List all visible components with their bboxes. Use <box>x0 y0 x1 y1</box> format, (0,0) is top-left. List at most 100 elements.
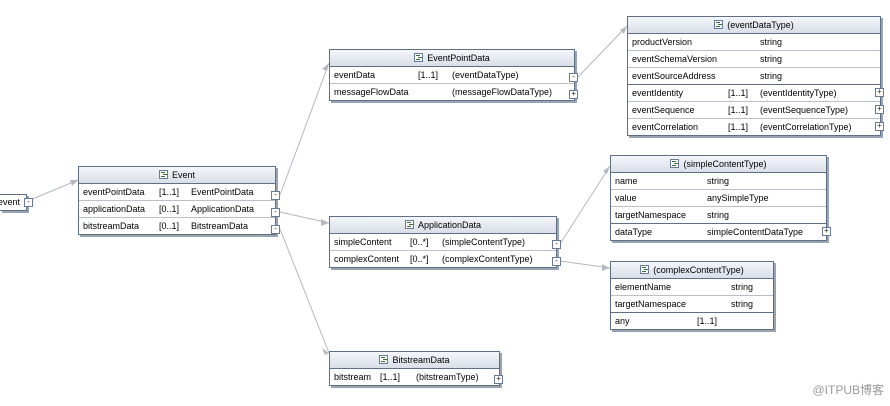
element-type: (simpleContentType) <box>442 237 526 247</box>
arrowhead-event <box>70 180 78 186</box>
collapse-toggle-bitstreamdata[interactable]: - <box>271 225 280 234</box>
arrowhead-eventpointdata <box>322 63 329 71</box>
bitstreamdata-type-box[interactable]: BitstreamData bitstream [1..1] (bitstrea… <box>329 351 500 386</box>
element-type: EventPointData <box>191 187 254 197</box>
connector-event-bitstreamdata <box>279 228 330 354</box>
attribute-type: string <box>760 54 783 64</box>
event-box-header: Event <box>79 167 275 184</box>
eventdatatype-row-eventidentity[interactable]: eventIdentity [1..1] (eventIdentityType) <box>628 85 880 102</box>
element-name: complexContent <box>334 254 400 264</box>
eventpointdata-row-messageflowdata[interactable]: messageFlowData (messageFlowDataType) <box>330 84 574 100</box>
event-type-box[interactable]: Event eventPointData [1..1] EventPointDa… <box>78 166 276 235</box>
element-type: ApplicationData <box>191 204 255 214</box>
element-cardinality: [0..*] <box>410 237 429 247</box>
event-box-title: Event <box>171 170 195 180</box>
eventpointdata-box-header: EventPointData <box>330 50 574 67</box>
root-element-event[interactable]: event <box>0 194 27 211</box>
collapse-toggle-eventdata[interactable]: - <box>569 73 578 82</box>
complexcontenttype-attr-elementname[interactable]: elementName string <box>611 279 773 296</box>
applicationdata-box-title: ApplicationData <box>417 220 482 230</box>
element-cardinality: [1..1] <box>728 105 749 115</box>
element-type: BitstreamData <box>191 221 249 231</box>
expand-toggle-bitstream[interactable]: + <box>494 375 503 384</box>
simplecontenttype-box-title: (simpleContentType) <box>683 159 767 169</box>
attribute-type: string <box>731 299 754 309</box>
element-cardinality: [1..1] <box>380 372 401 382</box>
element-cardinality: [1..1] <box>728 122 749 132</box>
collapse-toggle-applicationdata[interactable]: - <box>271 208 280 217</box>
applicationdata-row-simplecontent[interactable]: simpleContent [0..*] (simpleContentType) <box>330 234 556 251</box>
bitstreamdata-box-header: BitstreamData <box>330 352 499 369</box>
element-cardinality: [0..*] <box>410 254 429 264</box>
element-name: eventCorrelation <box>632 122 699 132</box>
simplecontenttype-row-datatype[interactable]: dataType simpleContentDataType <box>611 224 826 240</box>
applicationdata-row-complexcontent[interactable]: complexContent [0..*] (complexContentTyp… <box>330 251 556 267</box>
applicationdata-type-box[interactable]: ApplicationData simpleContent [0..*] (si… <box>329 216 557 268</box>
arrowhead-simplecontenttype <box>603 166 610 174</box>
eventdatatype-type-box[interactable]: (eventDataType) productVersion string ev… <box>627 16 881 136</box>
element-type: (bitstreamType) <box>416 372 479 382</box>
connector-eventdata-eventdatatype <box>577 25 628 78</box>
attribute-type: string <box>760 71 783 81</box>
simplecontenttype-attr-value[interactable]: value anySimpleType <box>611 190 826 207</box>
element-type: (eventDataType) <box>452 70 519 80</box>
arrowhead-complexcontenttype <box>602 264 610 271</box>
complex-type-icon <box>404 220 414 229</box>
expand-toggle-datatype[interactable]: + <box>822 227 831 236</box>
simplecontenttype-type-box[interactable]: (simpleContentType) name string value an… <box>610 155 827 241</box>
connector-event-applicationdata <box>279 211 330 224</box>
collapse-toggle-complexcontent[interactable]: - <box>552 257 561 266</box>
attribute-type: anySimpleType <box>707 193 769 203</box>
attribute-name: targetNamespace <box>615 210 687 220</box>
eventdatatype-attr-eventschemaversion[interactable]: eventSchemaVersion string <box>628 51 880 68</box>
element-type: (complexContentType) <box>442 254 533 264</box>
attribute-type: string <box>707 176 730 186</box>
element-name: bitstreamData <box>83 221 140 231</box>
eventdatatype-attr-productversion[interactable]: productVersion string <box>628 34 880 51</box>
eventpointdata-row-eventdata[interactable]: eventData [1..1] (eventDataType) <box>330 67 574 84</box>
eventdatatype-row-eventsequence[interactable]: eventSequence [1..1] (eventSequenceType) <box>628 102 880 119</box>
complexcontenttype-type-box[interactable]: (complexContentType) elementName string … <box>610 261 774 330</box>
complexcontenttype-box-header: (complexContentType) <box>611 262 773 279</box>
bitstreamdata-row-bitstream[interactable]: bitstream [1..1] (bitstreamType) <box>330 369 499 385</box>
element-type: simpleContentDataType <box>707 227 804 237</box>
watermark-text: @ITPUB博客 <box>812 383 884 397</box>
collapse-toggle-eventpointdata[interactable]: - <box>271 191 280 200</box>
connector-root-event <box>29 179 79 201</box>
event-row-applicationdata[interactable]: applicationData [0..1] ApplicationData <box>79 201 275 218</box>
connector-complexcontent-type <box>559 260 611 269</box>
element-name: applicationData <box>83 204 146 214</box>
eventdatatype-box-header: (eventDataType) <box>628 17 880 34</box>
element-name: eventIdentity <box>632 88 684 98</box>
attribute-type: string <box>760 37 783 47</box>
expand-toggle-eventcorrelation[interactable]: + <box>875 122 884 131</box>
root-collapse-toggle[interactable]: - <box>24 198 33 207</box>
simplecontenttype-box-header: (simpleContentType) <box>611 156 826 173</box>
eventpointdata-type-box[interactable]: EventPointData eventData [1..1] (eventDa… <box>329 49 575 101</box>
root-element-label: event <box>0 197 21 207</box>
element-cardinality: [0..1] <box>159 221 180 231</box>
collapse-toggle-simplecontent[interactable]: - <box>552 240 561 249</box>
event-row-bitstreamdata[interactable]: bitstreamData [0..1] BitstreamData <box>79 218 275 234</box>
expand-toggle-eventidentity[interactable]: + <box>875 88 884 97</box>
complexcontenttype-attr-targetnamespace[interactable]: targetNamespace string <box>611 296 773 312</box>
element-cardinality: [1..1] <box>418 70 439 80</box>
expand-toggle-messageflowdata[interactable]: + <box>569 90 578 99</box>
element-name: eventData <box>334 70 376 80</box>
attribute-type: string <box>707 210 730 220</box>
complex-type-icon <box>414 53 424 62</box>
complexcontenttype-row-any[interactable]: any [1..1] <box>611 313 773 329</box>
element-name: any <box>615 316 630 326</box>
simplecontenttype-attr-targetnamespace[interactable]: targetNamespace string <box>611 207 826 223</box>
eventdatatype-attr-eventsourceaddress[interactable]: eventSourceAddress string <box>628 68 880 84</box>
element-cardinality: [0..1] <box>159 204 180 214</box>
eventdatatype-row-eventcorrelation[interactable]: eventCorrelation [1..1] (eventCorrelatio… <box>628 119 880 135</box>
arrowhead-eventdatatype <box>620 26 627 34</box>
expand-toggle-eventsequence[interactable]: + <box>875 105 884 114</box>
simplecontenttype-attr-name[interactable]: name string <box>611 173 826 190</box>
attribute-name: elementName <box>615 282 672 292</box>
element-type: (eventCorrelationType) <box>760 122 852 132</box>
element-name: messageFlowData <box>334 87 409 97</box>
applicationdata-box-header: ApplicationData <box>330 217 556 234</box>
event-row-eventpointdata[interactable]: eventPointData [1..1] EventPointData <box>79 184 275 201</box>
